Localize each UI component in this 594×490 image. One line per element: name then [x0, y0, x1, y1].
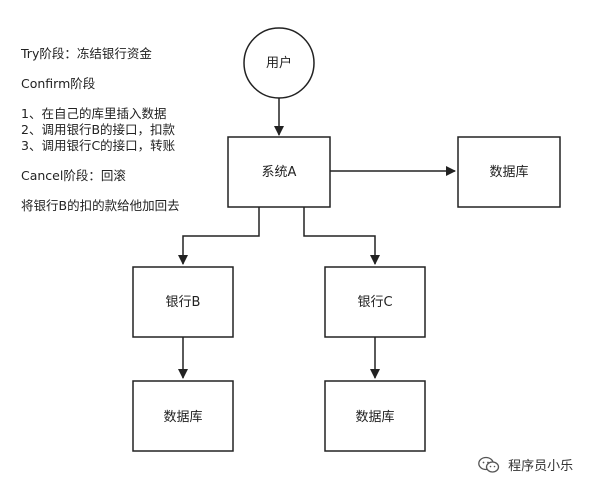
watermark-text: 程序员小乐 — [508, 459, 574, 474]
bank-b-db-label: 数据库 — [163, 409, 202, 425]
user-node-label: 用户 — [266, 55, 292, 71]
system-db-node: 数据库 — [457, 136, 561, 208]
user-node: 用户 — [243, 27, 315, 99]
bank-b-node: 银行B — [132, 266, 234, 338]
arrow-system-a-to-bank-c — [303, 207, 380, 265]
confirm-step-1: 1、在自己的库里插入数据 — [21, 106, 167, 121]
cancel-detail-text: 将银行B的扣的款给他加回去 — [21, 198, 180, 213]
confirm-step-2: 2、调用银行B的接口，扣款 — [21, 122, 176, 137]
bank-c-label: 银行C — [357, 295, 392, 310]
system-a-node: 系统A — [227, 136, 331, 208]
arrow-system-a-to-bank-b — [178, 207, 260, 265]
bank-c-db-node: 数据库 — [324, 380, 426, 452]
phase-notes: Try阶段：冻结银行资金 Confirm阶段 1、在自己的库里插入数据 2、调用… — [21, 46, 180, 214]
system-db-label: 数据库 — [489, 164, 528, 180]
bank-b-db-node: 数据库 — [132, 380, 234, 452]
wechat-icon — [478, 456, 500, 478]
confirm-phase-text: Confirm阶段 — [21, 76, 96, 91]
bank-b-label: 银行B — [166, 295, 201, 310]
system-a-label: 系统A — [262, 165, 297, 180]
try-phase-text: Try阶段：冻结银行资金 — [21, 46, 152, 61]
confirm-step-3: 3、调用银行C的接口，转账 — [21, 138, 176, 153]
bank-c-node: 银行C — [324, 266, 426, 338]
watermark: 程序员小乐 — [478, 455, 573, 478]
bank-c-db-label: 数据库 — [355, 409, 394, 425]
cancel-phase-text: Cancel阶段：回滚 — [21, 168, 126, 183]
